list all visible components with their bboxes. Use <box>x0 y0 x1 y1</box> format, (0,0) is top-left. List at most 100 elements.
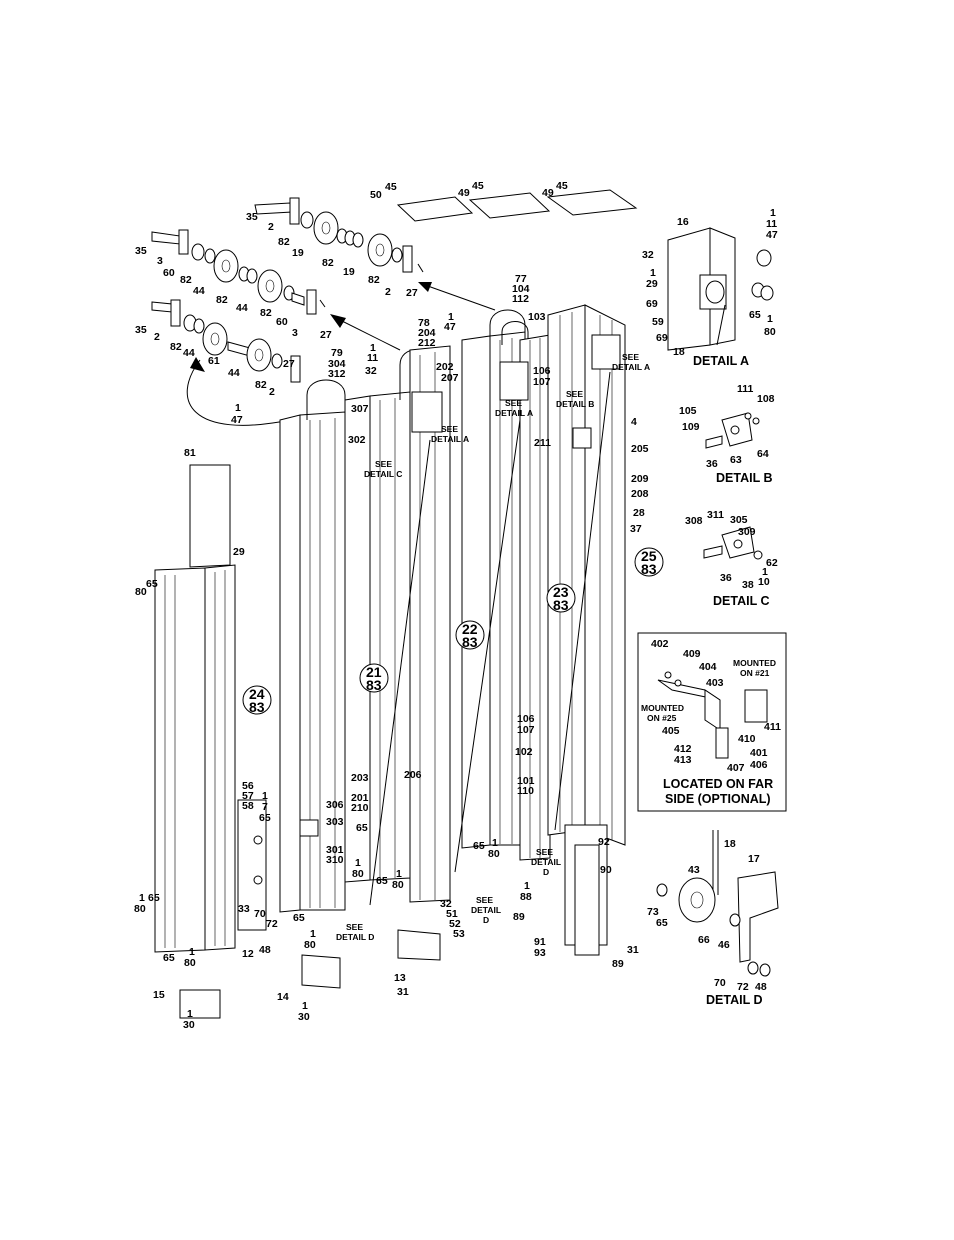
part-label: 31 <box>397 986 409 998</box>
part-label: 106 <box>517 713 535 725</box>
part-label: 211 <box>534 437 551 449</box>
callout-24: 24 83 <box>242 685 272 715</box>
part-label: 80 <box>134 903 146 915</box>
note: MOUNTED <box>733 658 776 668</box>
part-label: 36 <box>720 572 732 584</box>
part-label: 80 <box>392 879 404 891</box>
part-label: 57 <box>242 790 254 802</box>
detail-captions: DETAIL A DETAIL B DETAIL C LOCATED ON FA… <box>663 354 773 1007</box>
svg-text:21: 21 <box>366 664 382 680</box>
part-label: 50 <box>370 189 382 201</box>
svg-text:83: 83 <box>249 699 265 715</box>
cable-b <box>454 419 521 873</box>
part-label: 209 <box>631 473 649 485</box>
part-label: 69 <box>656 332 668 344</box>
part-label: 45 <box>385 181 397 193</box>
part-label: 310 <box>326 854 344 866</box>
part-label: 88 <box>520 891 532 903</box>
note: SEE <box>441 424 458 434</box>
base-plate-13 <box>397 929 441 961</box>
part-label: 32 <box>365 365 377 377</box>
sheave-19a <box>313 211 339 245</box>
part-label: 2 <box>385 286 391 298</box>
sheave-assemblies <box>151 197 424 383</box>
part-label: 73 <box>647 906 659 918</box>
part-label: 72 <box>737 981 749 993</box>
part-label: 56 <box>242 780 254 792</box>
part-label: 35 <box>135 245 147 257</box>
part-label: 207 <box>441 372 459 384</box>
part-label: 65 <box>656 917 668 929</box>
part-label: 51 <box>446 908 458 920</box>
note: DETAIL A <box>431 434 469 444</box>
part-label: 80 <box>184 957 196 969</box>
note: DETAIL <box>531 857 561 867</box>
bracket-3-row2b <box>306 289 317 315</box>
svg-text:83: 83 <box>462 634 478 650</box>
shaft-35-row2 <box>151 231 181 245</box>
part-label: 2 <box>269 386 275 398</box>
svg-text:83: 83 <box>366 677 382 693</box>
part-label: 1 <box>524 880 530 892</box>
bracket-2-row3 <box>170 299 181 327</box>
bracket-2-row1 <box>289 197 300 225</box>
note: SEE <box>505 398 522 408</box>
callout-23: 23 83 <box>546 583 576 613</box>
part-label: 59 <box>652 316 664 328</box>
detail-c-drawing <box>703 526 763 560</box>
part-label: 58 <box>242 800 254 812</box>
part-label: 107 <box>533 376 551 388</box>
part-label: 65 <box>293 912 305 924</box>
part-label: 82 <box>170 341 182 353</box>
bracket-2-row3b <box>290 355 301 383</box>
part-label: 80 <box>304 939 316 951</box>
part-label: 108 <box>757 393 775 405</box>
part-label: 82 <box>368 274 380 286</box>
part-label: 60 <box>276 316 288 328</box>
part-label: 82 <box>180 274 192 286</box>
part-label: 79 <box>331 347 343 359</box>
part-label: 109 <box>682 421 700 433</box>
assembly-arrows <box>186 282 496 426</box>
part-label: 43 <box>688 864 700 876</box>
part-label: 65 <box>146 578 158 590</box>
part-label: 45 <box>472 180 484 192</box>
shaft-35-row3 <box>151 301 173 313</box>
part-label: 301 <box>326 844 344 856</box>
part-label: 53 <box>453 928 465 940</box>
part-label: 304 <box>328 358 346 370</box>
part-label: 208 <box>631 488 649 500</box>
sheave-44b <box>257 269 283 303</box>
note: SEE <box>375 459 392 469</box>
base-plates <box>179 929 441 1019</box>
part-label: 30 <box>183 1019 195 1031</box>
caption-far-side-1: LOCATED ON FAR <box>663 777 773 791</box>
caption-detail-c: DETAIL C <box>713 594 769 608</box>
part-label: 1 <box>767 313 773 325</box>
part-label: 1 <box>262 790 268 802</box>
svg-text:22: 22 <box>462 621 478 637</box>
note: DETAIL B <box>556 399 594 409</box>
part-label: 1 <box>189 946 195 958</box>
base-plate-14 <box>301 954 341 989</box>
svg-text:83: 83 <box>641 561 657 577</box>
cover-plates <box>396 189 638 222</box>
part-label: 31 <box>627 944 639 956</box>
detail-b-drawing <box>705 412 760 449</box>
part-label: 307 <box>351 403 369 415</box>
note: SEE <box>622 352 639 362</box>
part-label: 11 <box>367 352 378 364</box>
part-label: 412 <box>674 743 692 755</box>
note: ON #21 <box>740 668 770 678</box>
part-label: 305 <box>730 514 748 526</box>
part-label: 62 <box>766 557 778 569</box>
cable-c <box>554 371 611 831</box>
part-label: 15 <box>153 989 165 1001</box>
sheave-44a <box>213 249 239 283</box>
part-label: 411 <box>764 721 781 733</box>
cover-plate-50 <box>396 196 474 222</box>
part-label: 19 <box>343 266 355 278</box>
part-label: 3 <box>157 255 163 267</box>
part-label: 52 <box>449 918 461 930</box>
